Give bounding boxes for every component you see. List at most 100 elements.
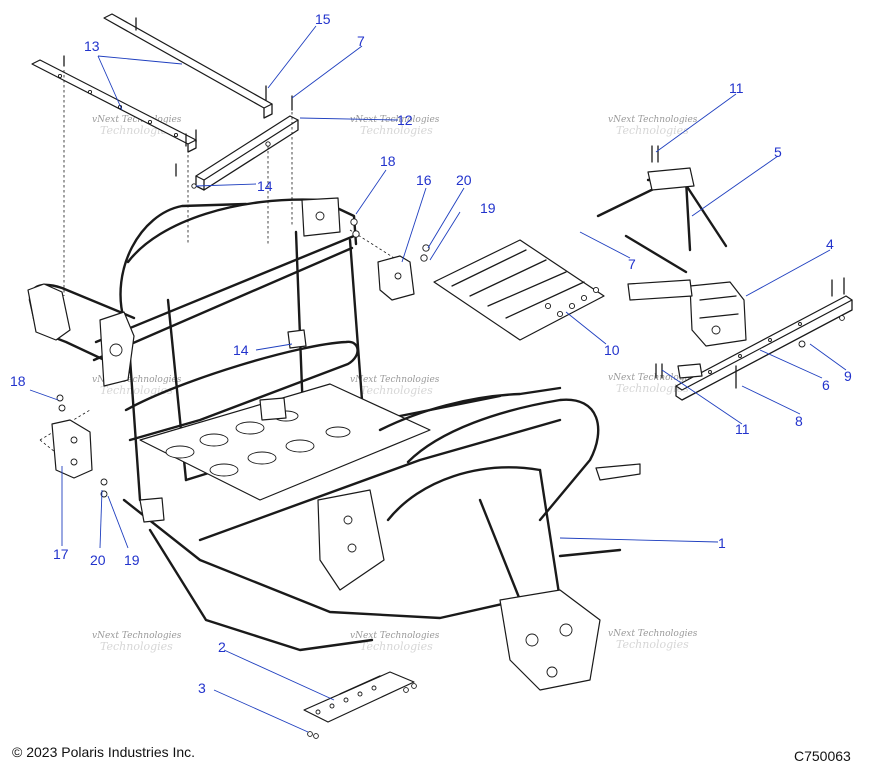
callout-20: 20	[456, 172, 472, 188]
bolts	[63, 17, 293, 189]
callout-2: 2	[218, 639, 226, 655]
watermark-text: vNext Technologies	[608, 115, 698, 125]
middle-bracket	[350, 218, 430, 301]
diagram-code: C750063	[794, 748, 851, 764]
roof-cross-bar	[195, 115, 299, 181]
watermark-text: vNext Technologies	[92, 375, 182, 385]
floor-cutouts	[165, 410, 351, 477]
callout-14: 14	[257, 178, 273, 194]
cross-member-upper	[646, 178, 692, 252]
watermark-text: Technologies	[360, 384, 433, 397]
rail-ribs	[451, 249, 585, 319]
watermark-text: Technologies	[616, 638, 689, 651]
callout-4: 4	[826, 236, 834, 252]
cross-member-cap	[647, 167, 695, 191]
callout-9: 9	[844, 368, 852, 384]
roof-bar-upper-end	[263, 103, 273, 119]
seat-tab	[139, 497, 165, 523]
left-brackets	[51, 394, 108, 498]
roof-cross-tube	[94, 234, 356, 344]
callout-7: 7	[628, 256, 636, 272]
callout-1: 1	[718, 535, 726, 551]
bracket-4	[689, 281, 747, 347]
copyright-text: © 2023 Polaris Industries Inc.	[12, 744, 196, 760]
watermark-text: vNext Technologies	[608, 373, 698, 383]
watermark-text: Technologies	[360, 640, 433, 653]
roll-hoop-left	[119, 202, 248, 322]
pillar-bracket	[287, 329, 307, 349]
main-frame	[27, 197, 641, 691]
callout-18: 18	[10, 373, 26, 389]
callout-11: 11	[735, 421, 750, 437]
callout-16: 16	[416, 172, 432, 188]
callout-18: 18	[380, 153, 396, 169]
fastener-3	[307, 731, 313, 737]
bracket-arm	[627, 279, 693, 301]
cross-member-lower	[624, 234, 688, 274]
rail-bolts	[544, 286, 600, 318]
watermark-text: Technologies	[360, 124, 433, 137]
callout-20: 20	[90, 552, 106, 568]
front-upper-tube	[378, 386, 562, 432]
floor-pan	[139, 383, 431, 501]
roof-bars	[31, 13, 299, 191]
front-tab	[595, 463, 641, 481]
a-pillar-right	[348, 238, 364, 402]
roof-cross-bar-side	[203, 119, 299, 191]
callout-10: 10	[604, 342, 620, 358]
callout-3: 3	[198, 680, 206, 696]
leader-lines	[29, 25, 847, 733]
right-assembly	[433, 145, 853, 401]
watermark-text: vNext Technologies	[92, 115, 182, 125]
floor-cross-2	[198, 418, 562, 542]
watermark-text: Technologies	[616, 382, 689, 395]
roof-bar-lower-end	[187, 139, 197, 153]
callout-19: 19	[480, 200, 496, 216]
mid-hoop	[124, 340, 359, 442]
watermark-text: vNext Technologies	[92, 631, 182, 641]
callout-19: 19	[124, 552, 140, 568]
callout-13: 13	[84, 38, 100, 54]
roof-cross-tube-lower	[92, 246, 354, 362]
steering-stub	[558, 548, 622, 558]
cross-member-diagonal	[682, 180, 728, 248]
watermark-text: Technologies	[100, 384, 173, 397]
front-strut	[478, 498, 522, 602]
watermark-text: vNext Technologies	[350, 631, 440, 641]
callout-11: 11	[729, 80, 744, 96]
skid-holes	[315, 685, 377, 715]
nut-9	[798, 340, 806, 348]
floor-rail-left	[122, 498, 522, 620]
callout-8: 8	[795, 413, 803, 429]
left-mount-bracket	[51, 419, 93, 479]
front-bumper-tube	[406, 398, 600, 522]
watermark-text: Technologies	[616, 124, 689, 137]
front-lower-tube	[386, 466, 542, 522]
skid-plate-group	[303, 671, 417, 739]
front-gusset-plate	[317, 489, 385, 591]
roof-bar-upper	[103, 13, 273, 109]
watermark-text: Technologies	[100, 640, 173, 653]
callout-15: 15	[315, 11, 331, 27]
callout-7: 7	[357, 33, 365, 49]
bar-holes	[708, 322, 802, 374]
skid-plate-2	[303, 671, 415, 723]
callout-5: 5	[774, 144, 782, 160]
callout-6: 6	[822, 377, 830, 393]
rear-corner-plate	[27, 283, 71, 341]
watermark-text: vNext Technologies	[350, 375, 440, 385]
front-strut-2	[538, 468, 562, 602]
floor-rail-assembly	[433, 239, 605, 341]
callout-17: 17	[53, 546, 69, 562]
roof-cross-bar-end	[195, 175, 205, 191]
watermark-text: vNext Technologies	[608, 629, 698, 639]
callouts: 15 7 13 12 14 18 16 20 19 11 5 7 4 10 9 …	[10, 11, 852, 696]
floor-rail-lower	[148, 528, 374, 652]
callout-12: 12	[397, 112, 413, 128]
callout-14: 14	[233, 342, 249, 358]
bar-tab	[677, 363, 703, 379]
front-suspension-bracket	[499, 589, 601, 691]
seat-tab	[259, 397, 287, 421]
